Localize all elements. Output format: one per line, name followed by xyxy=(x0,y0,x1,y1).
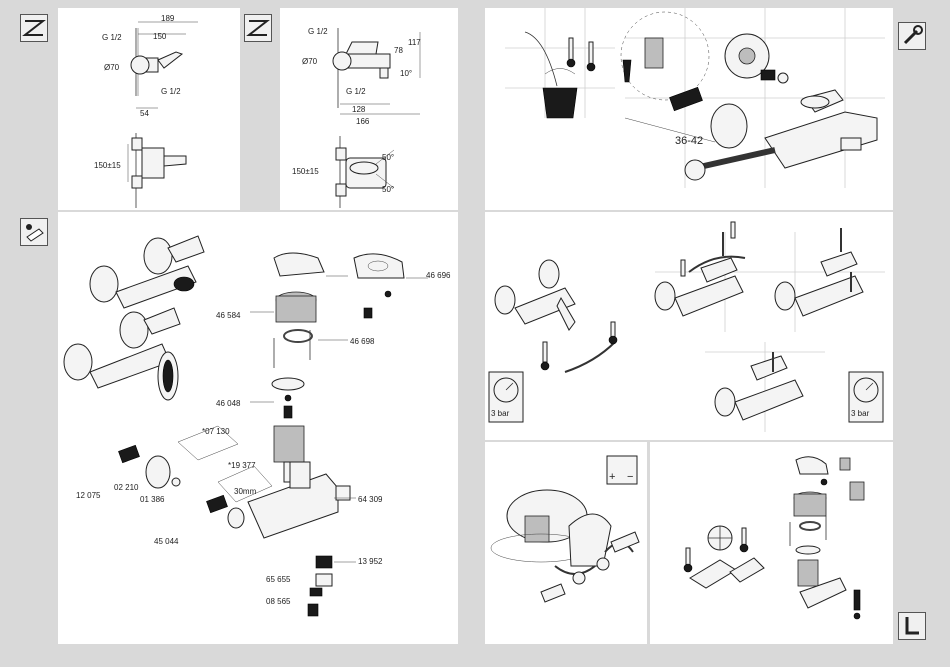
dim-dia70-2: Ø70 xyxy=(302,57,318,66)
dim-189: 189 xyxy=(161,14,175,23)
maintenance-drawing xyxy=(650,442,893,644)
part-12075: 12 075 xyxy=(76,491,101,500)
dim-117: 117 xyxy=(408,38,421,47)
dim-166: 166 xyxy=(356,117,370,126)
dimensions-icon-2[interactable] xyxy=(244,14,272,42)
length-30mm: 30mm xyxy=(234,487,257,496)
maintenance-panel xyxy=(650,442,893,644)
dimension-panel-shower: 189 150 G 1/2 Ø70 G 1/2 54 150±15 xyxy=(58,8,240,210)
part-07130: *07 130 xyxy=(202,427,230,436)
dim-78: 78 xyxy=(394,46,403,55)
thread-bottom-label-2: G 1/2 xyxy=(346,87,366,96)
thermometer-icon xyxy=(567,38,595,71)
dimension-panel-bath: G 1/2 78 117 Ø70 10° G 1/2 128 166 150±1… xyxy=(280,8,458,210)
angle-50-bottom: 50° xyxy=(382,185,394,194)
minus-sign: − xyxy=(627,471,633,483)
bucket-icon xyxy=(543,88,577,118)
part-64309: 64 309 xyxy=(358,495,383,504)
part-01386: 01 386 xyxy=(140,495,165,504)
dim-dia70: Ø70 xyxy=(104,63,120,72)
part-45044: 45 044 xyxy=(154,537,179,546)
exploded-column xyxy=(248,253,350,616)
temperature-adjust-drawing: + − xyxy=(485,442,647,644)
lever-kit xyxy=(354,254,404,318)
thread-top-label: G 1/2 xyxy=(102,33,122,42)
part-08565: 08 565 xyxy=(266,597,291,606)
part-46048: 46 048 xyxy=(216,399,241,408)
dim-150-15: 150±15 xyxy=(94,161,121,170)
dim-54: 54 xyxy=(140,109,149,118)
thread-top-label-2: G 1/2 xyxy=(308,27,328,36)
exploded-parts-drawing: 46 696 46 584 46 698 46 048 *07 130 *19 … xyxy=(58,212,458,644)
bath-dimension-drawing: G 1/2 78 117 Ø70 10° G 1/2 128 166 150±1… xyxy=(280,8,458,210)
warning-icon xyxy=(623,60,631,82)
thread-bottom-label: G 1/2 xyxy=(161,87,181,96)
pressure-gauge-left: 3 bar xyxy=(489,372,523,422)
pressure-gauge-right: 3 bar xyxy=(849,372,883,422)
gauge-right-label: 3 bar xyxy=(851,409,870,418)
dim-150-15-2: 150±15 xyxy=(292,167,319,176)
warning-icon-2 xyxy=(854,590,860,610)
part-46696: 46 696 xyxy=(426,271,451,280)
part-46698: 46 698 xyxy=(350,337,375,346)
part-65655: 65 655 xyxy=(266,575,291,584)
hex-key-icon[interactable] xyxy=(898,612,926,640)
part-19377: *19 377 xyxy=(228,461,256,470)
angle-10: 10° xyxy=(400,69,412,78)
plus-sign: + xyxy=(609,471,615,483)
installation-panel: 36-42 xyxy=(485,8,893,210)
shower-dimension-drawing: 189 150 G 1/2 Ø70 G 1/2 54 150±15 xyxy=(58,8,240,210)
function-test-drawing: 3 bar 3 bar xyxy=(485,212,893,440)
spare-parts-panel: 46 696 46 584 46 698 46 048 *07 130 *19 … xyxy=(58,212,458,644)
faucet-icon[interactable] xyxy=(20,218,48,246)
part-46584: 46 584 xyxy=(216,311,241,320)
wrench-size-label: 36-42 xyxy=(675,135,703,147)
temperature-adjust-panel: + − xyxy=(485,442,647,644)
dim-128: 128 xyxy=(352,105,366,114)
faucet-variant-1 xyxy=(90,236,204,308)
wrench-icon[interactable] xyxy=(898,22,926,50)
faucet-variant-2 xyxy=(64,308,180,400)
installation-drawing: 36-42 xyxy=(485,8,893,210)
function-test-panel: 3 bar 3 bar xyxy=(485,212,893,440)
part-02210: 02 210 xyxy=(114,483,139,492)
part-13952: 13 952 xyxy=(358,557,383,566)
dimensions-icon[interactable] xyxy=(20,14,48,42)
gauge-left-label: 3 bar xyxy=(491,409,510,418)
angle-50-top: 50° xyxy=(382,153,394,162)
dim-150: 150 xyxy=(153,32,167,41)
